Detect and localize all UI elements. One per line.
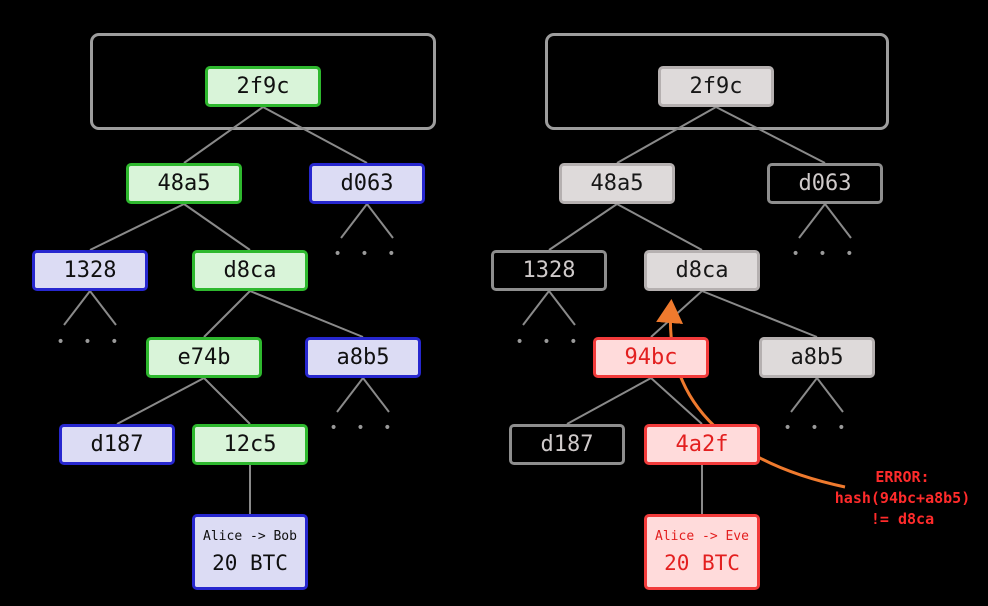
right-node-48a5: 48a5 xyxy=(559,163,675,204)
ellipsis-left-a8b5: • • • xyxy=(329,420,397,436)
right-node-94bc: 94bc xyxy=(593,337,709,378)
left-leaf-tx-label: Alice -> Bob xyxy=(203,529,297,544)
right-node-a8b5: a8b5 xyxy=(759,337,875,378)
left-tree-edges xyxy=(63,106,394,514)
right-root-container xyxy=(545,33,889,130)
left-node-d8ca: d8ca xyxy=(192,250,308,291)
right-node-2f9c: 2f9c xyxy=(658,66,774,107)
left-node-d063: d063 xyxy=(309,163,425,204)
left-node-2f9c: 2f9c xyxy=(205,66,321,107)
right-leaf-amount: 20 BTC xyxy=(664,551,740,575)
ellipsis-right-d063: • • • xyxy=(791,246,859,262)
left-node-a8b5: a8b5 xyxy=(305,337,421,378)
right-node-4a2f: 4a2f xyxy=(644,424,760,465)
left-node-1328: 1328 xyxy=(32,250,148,291)
right-node-d187: d187 xyxy=(509,424,625,465)
ellipsis-right-1328: • • • xyxy=(515,334,583,350)
left-root-container xyxy=(90,33,436,130)
left-node-e74b: e74b xyxy=(146,337,262,378)
left-node-48a5: 48a5 xyxy=(126,163,242,204)
left-leaf-transaction: Alice -> Bob 20 BTC xyxy=(192,514,308,590)
right-leaf-transaction: Alice -> Eve 20 BTC xyxy=(644,514,760,590)
error-annotation: ERROR: hash(94bc+a8b5) != d8ca xyxy=(810,467,988,530)
ellipsis-left-d063: • • • xyxy=(333,246,401,262)
error-line-1: ERROR: xyxy=(875,468,930,486)
ellipsis-right-a8b5: • • • xyxy=(783,420,851,436)
error-line-2: hash(94bc+a8b5) xyxy=(834,489,971,507)
right-node-d8ca: d8ca xyxy=(644,250,760,291)
left-leaf-amount: 20 BTC xyxy=(212,551,288,575)
left-node-d187: d187 xyxy=(59,424,175,465)
right-leaf-tx-label: Alice -> Eve xyxy=(655,529,749,544)
error-line-3: != d8ca xyxy=(870,510,935,528)
right-node-1328: 1328 xyxy=(491,250,607,291)
ellipsis-left-1328: • • • xyxy=(56,334,124,350)
left-node-12c5: 12c5 xyxy=(192,424,308,465)
right-node-d063: d063 xyxy=(767,163,883,204)
